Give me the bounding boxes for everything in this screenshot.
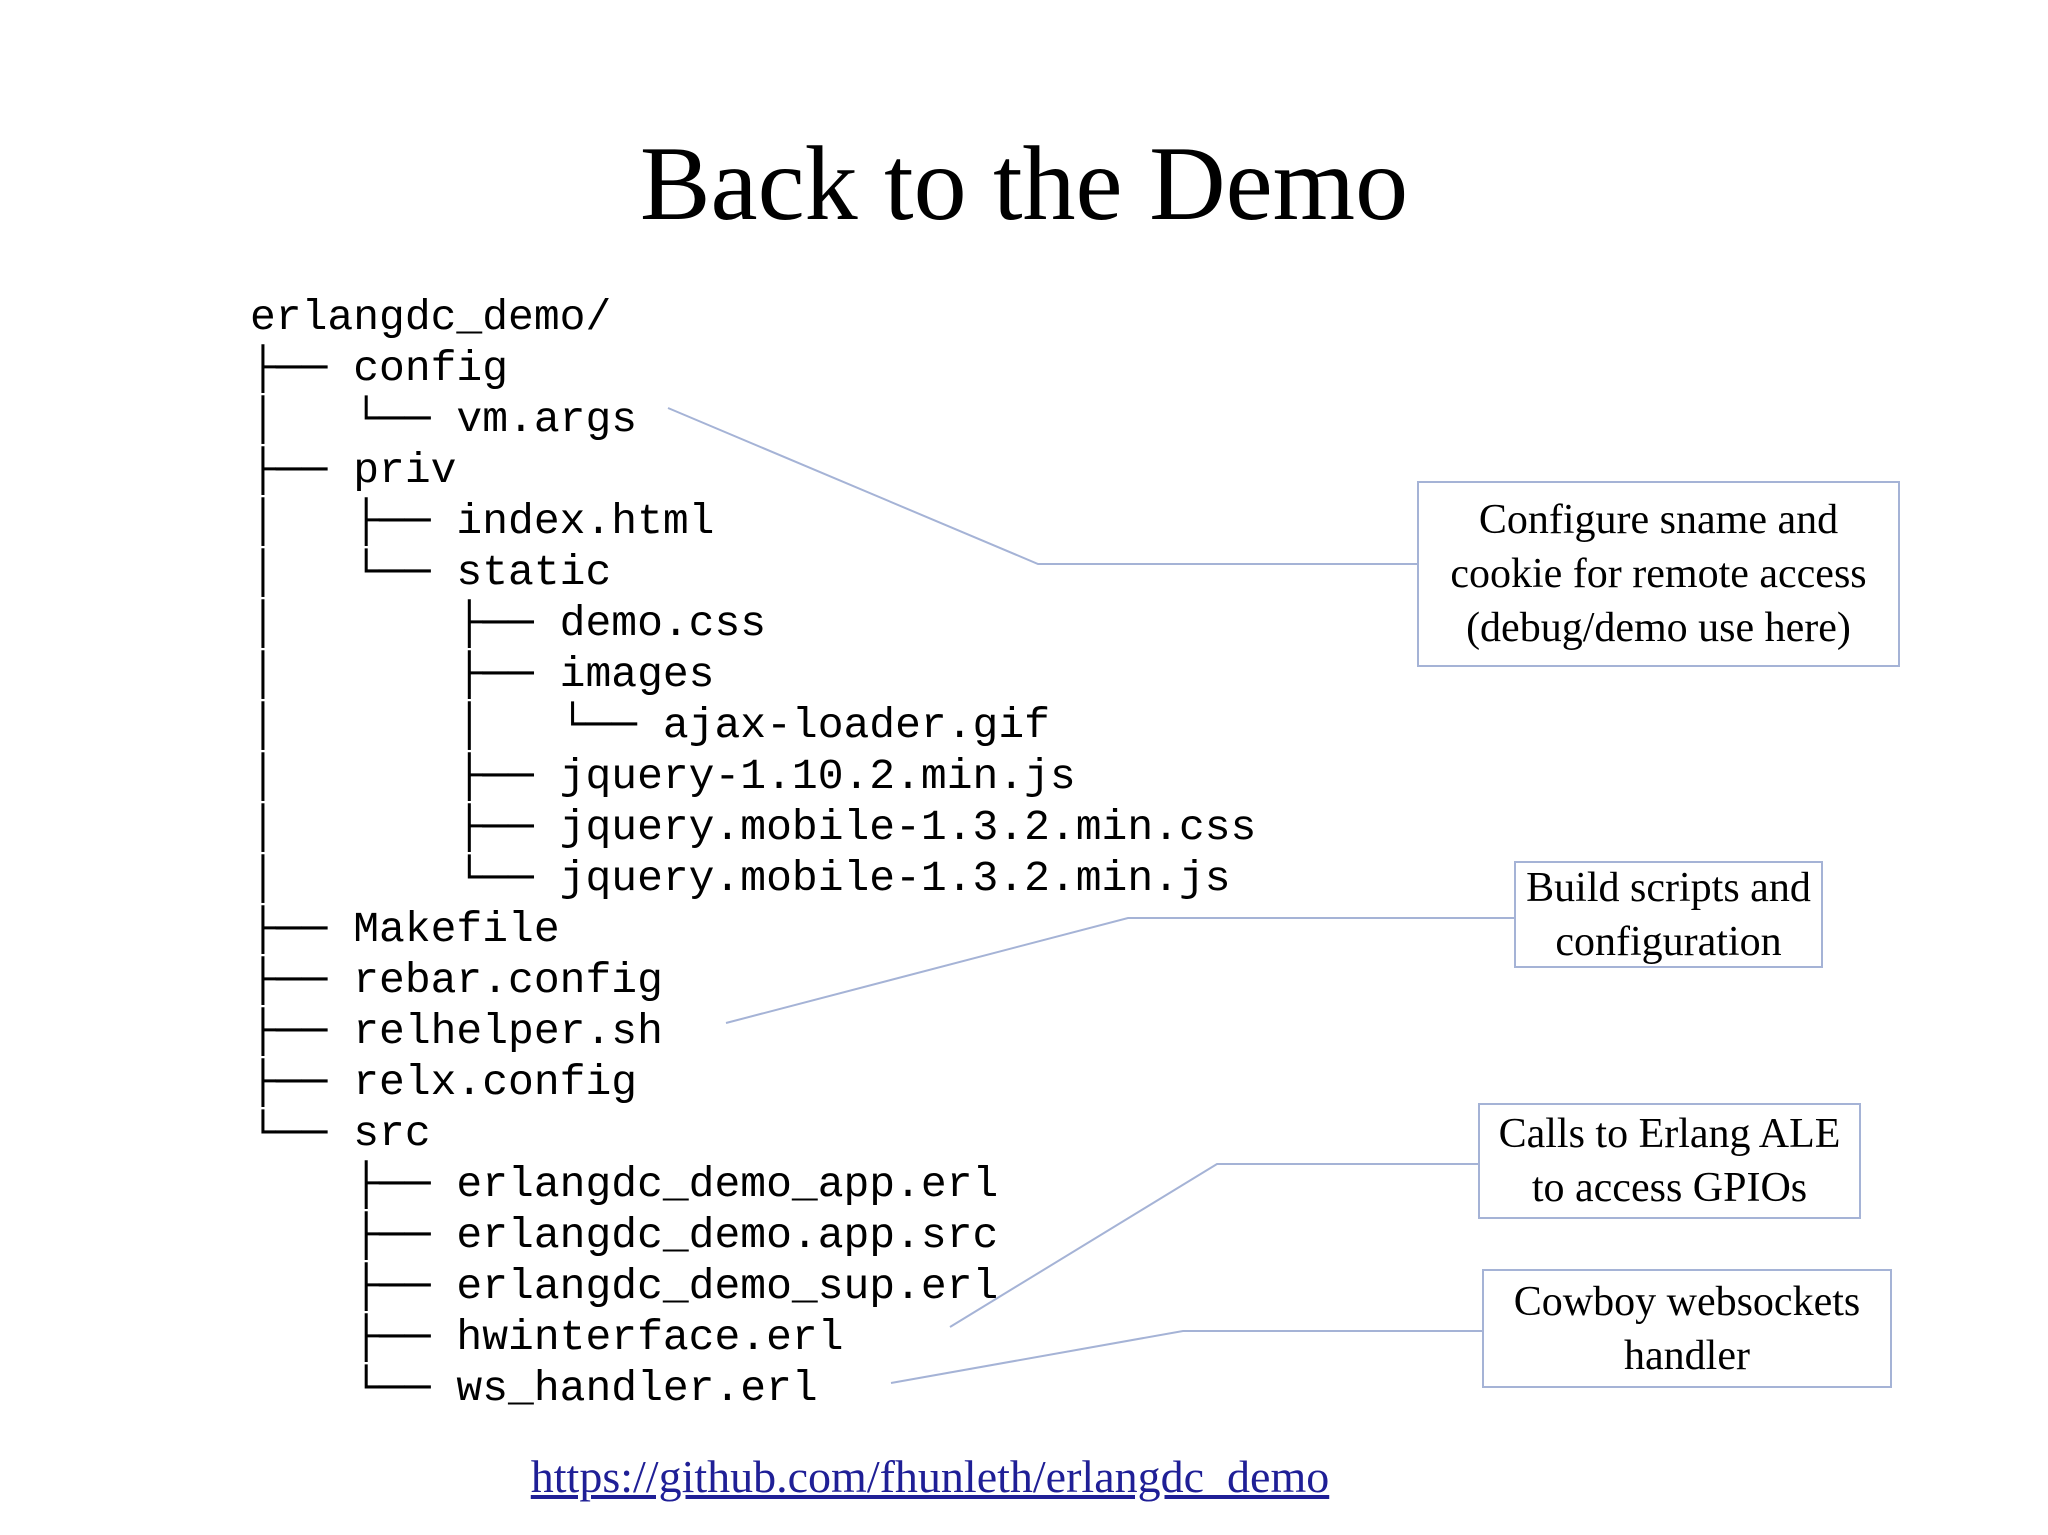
- callout-line: Configure sname and: [1478, 497, 1839, 543]
- callout-line: cookie for remote access: [1450, 551, 1867, 597]
- page-title: Back to the Demo: [639, 125, 1409, 242]
- callout-line: Cowboy websockets: [1513, 1278, 1861, 1325]
- callout-line: handler: [1624, 1332, 1750, 1379]
- callout-line: Calls to Erlang ALE: [1498, 1111, 1841, 1157]
- callout-build-scripts: Build scripts and configuration: [1514, 861, 1823, 968]
- callout-cowboy-websockets: Cowboy websockets handler: [1482, 1269, 1892, 1388]
- callout-line: Build scripts and: [1526, 864, 1811, 911]
- callout-line: (debug/demo use here): [1466, 605, 1851, 651]
- callout-erlang-ale: Calls to Erlang ALE to access GPIOs: [1478, 1103, 1861, 1219]
- callout-line: configuration: [1555, 918, 1782, 965]
- file-tree: erlangdc_demo/ ├── config │ └── vm.args …: [250, 293, 1257, 1413]
- callout-configure-sname: Configure sname and cookie for remote ac…: [1417, 481, 1900, 667]
- github-link[interactable]: https://github.com/fhunleth/erlangdc_dem…: [530, 1451, 1330, 1502]
- callout-line: to access GPIOs: [1531, 1165, 1808, 1211]
